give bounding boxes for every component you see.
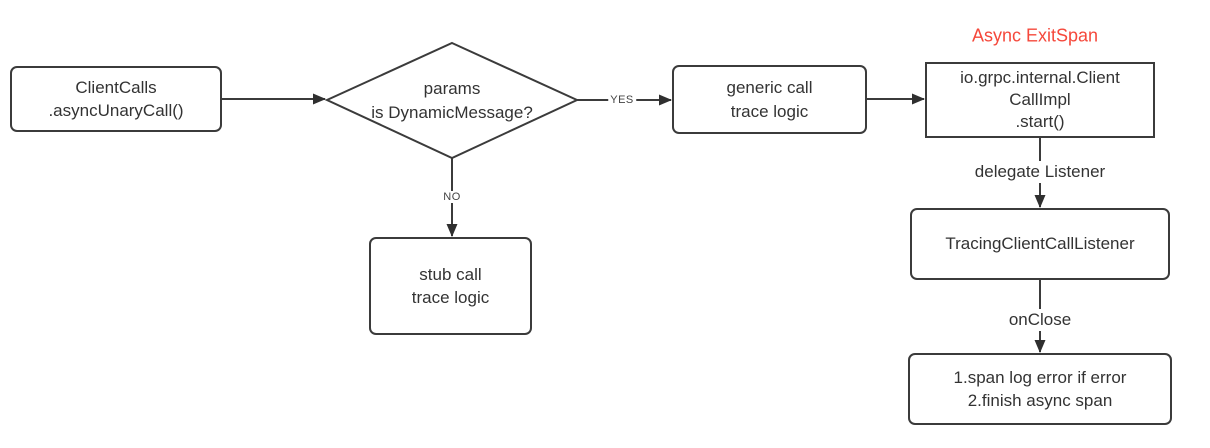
- no-label: NO: [441, 191, 463, 203]
- onclose-label: onClose: [1003, 309, 1077, 331]
- grpc-clientcallimpl-node: io.grpc.internal.Client CallImpl .start(…: [925, 62, 1155, 138]
- stub-call-node: stub call trace logic: [369, 237, 532, 335]
- delegate-listener-label: delegate Listener: [969, 161, 1111, 183]
- generic-call-node: generic call trace logic: [672, 65, 867, 134]
- client-calls-node: ClientCalls .asyncUnaryCall(): [10, 66, 222, 132]
- yes-label: YES: [608, 94, 636, 106]
- async-exitspan-label: Async ExitSpan: [971, 25, 1099, 46]
- decision-diamond-shape: [324, 41, 580, 160]
- final-actions-node: 1.span log error if error 2.finish async…: [908, 353, 1172, 425]
- tracing-listener-node: TracingClientCallListener: [910, 208, 1170, 280]
